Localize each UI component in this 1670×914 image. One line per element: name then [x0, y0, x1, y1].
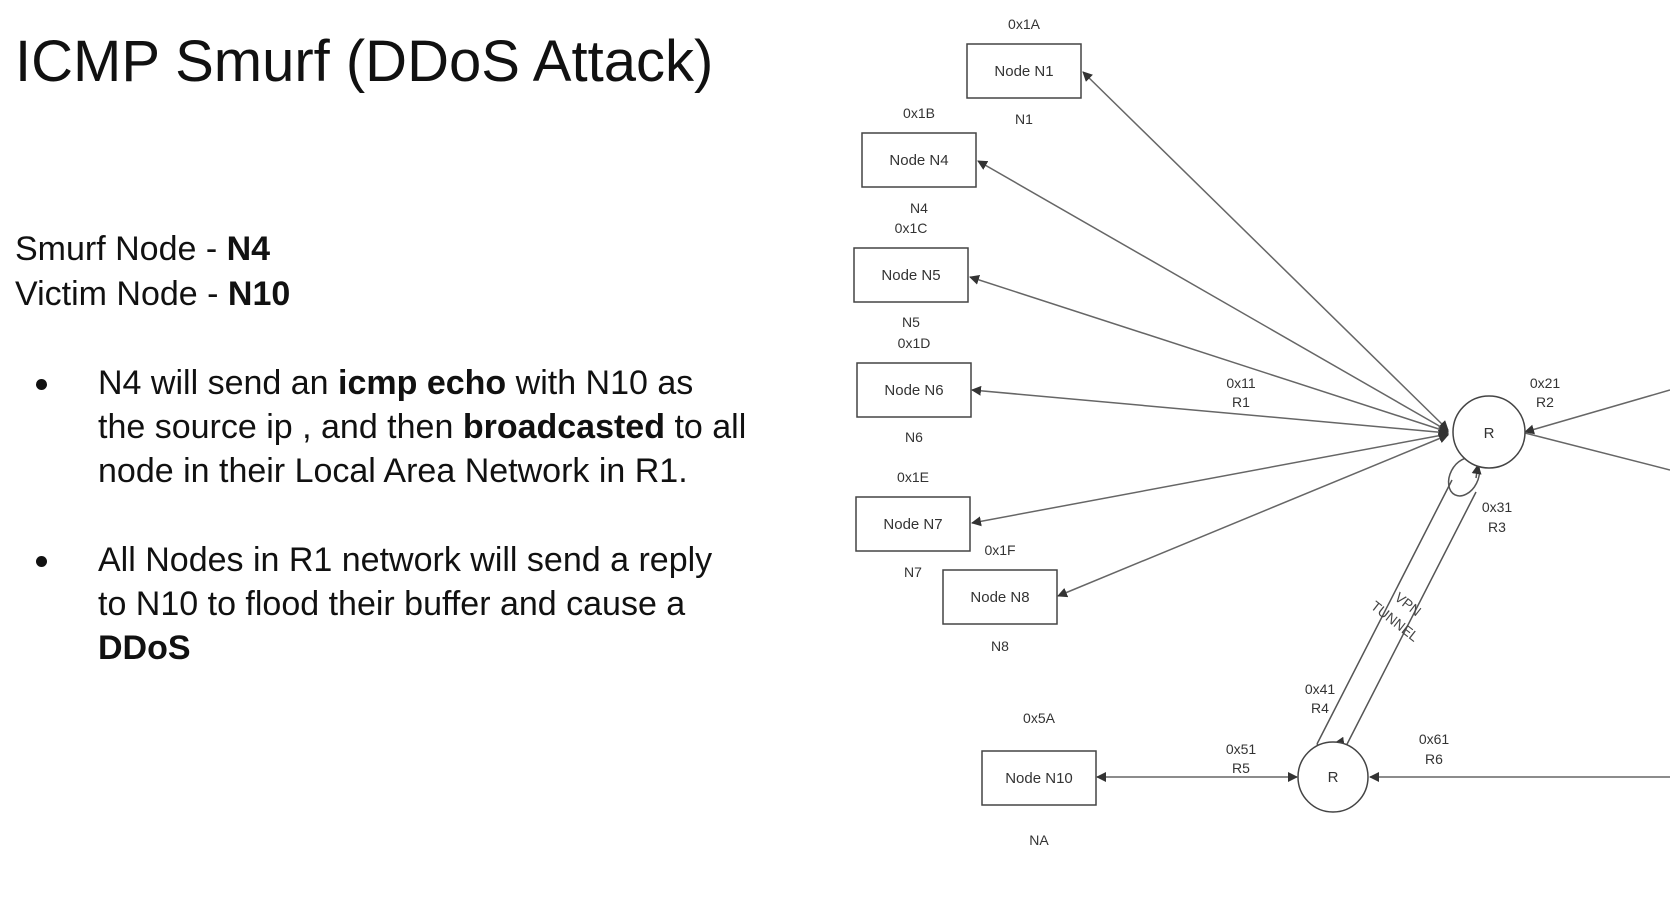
link-r-n8: [1057, 433, 1449, 598]
bullet-1-bold-icmp-echo: icmp echo: [338, 364, 507, 402]
node-n6: Node N6 0x1D N6: [856, 335, 972, 445]
port-r5-name: R5: [1232, 760, 1250, 776]
bullet-1-line-1: N4 will send an icmp echo with N10 as: [98, 364, 693, 403]
link-r-n5: [969, 275, 1449, 434]
bullet-2-line-1: All Nodes in R1 network will send a repl…: [98, 541, 713, 579]
node-n5-name: N5: [902, 314, 920, 330]
bullet-1-text-c: with N10 as: [506, 364, 694, 402]
bullet-1-text-d: the source ip , and then: [98, 408, 463, 446]
link-r-n1: [1082, 71, 1449, 431]
router-top: R: [1452, 395, 1526, 469]
router-bottom: R: [1297, 741, 1369, 813]
node-n5-label: Node N5: [881, 267, 940, 284]
node-n10-label: Node N10: [1005, 770, 1073, 787]
smurf-node-line: Smurf Node - N4: [15, 230, 270, 269]
port-r1-name: R1: [1232, 394, 1250, 410]
router-bottom-label: R: [1328, 769, 1339, 786]
node-n1-label: Node N1: [994, 63, 1053, 80]
node-n10-name: NA: [1029, 832, 1049, 848]
node-n10-address: 0x5A: [1023, 710, 1056, 726]
bullet-1-text-a: N4 will send an: [98, 364, 339, 402]
port-r3-name: R3: [1488, 519, 1506, 535]
node-n8-label: Node N8: [970, 589, 1029, 606]
bullet-1-bold-broadcasted: broadcasted: [462, 408, 665, 446]
link-r-right-upper: [1524, 389, 1670, 435]
bullet-2-line-2: to N10 to flood their buffer and cause a: [98, 585, 686, 623]
port-r6-address: 0x61: [1419, 731, 1450, 747]
link-r-right-lower: [1524, 432, 1670, 471]
links: [969, 71, 1670, 782]
port-r3-address: 0x31: [1482, 499, 1513, 515]
node-n8-name: N8: [991, 638, 1009, 654]
node-n1: Node N1 0x1A N1: [966, 16, 1082, 127]
port-r2-address: 0x21: [1530, 375, 1561, 391]
port-labels: 0x11 R1 0x21 R2 0x31 R3 0x41 R4 0x51 R5 …: [1226, 375, 1561, 776]
node-n6-address: 0x1D: [898, 335, 931, 351]
node-n8-address: 0x1F: [984, 542, 1015, 558]
victim-node-label: Victim Node -: [15, 275, 228, 313]
smurf-node-label: Smurf Node -: [15, 230, 227, 268]
bullet-dot: [36, 379, 47, 390]
port-r4-name: R4: [1311, 700, 1329, 716]
node-n7-label: Node N7: [883, 516, 942, 533]
tunnel-to-top-router: [1471, 464, 1482, 479]
port-r2-name: R2: [1536, 394, 1554, 410]
victim-node-line: Victim Node - N10: [15, 275, 290, 314]
victim-node-value: N10: [227, 275, 291, 313]
node-n1-name: N1: [1015, 111, 1033, 127]
vpn-tunnel-label: VPN TUNNEL: [1368, 589, 1424, 645]
bullet-list: N4 will send an icmp echo with N10 as th…: [36, 364, 746, 667]
tunnel-right-edge: [1341, 491, 1477, 755]
port-r5-address: 0x51: [1226, 741, 1257, 757]
bullet-1-line-2: the source ip , and then broadcasted to …: [98, 408, 746, 447]
port-r1-address: 0x11: [1226, 375, 1256, 391]
node-n8: Node N8 0x1F N8: [942, 542, 1058, 654]
port-r6-name: R6: [1425, 751, 1443, 767]
node-n7-address: 0x1E: [897, 469, 929, 485]
tunnel-left-edge: [1316, 479, 1453, 745]
node-n4: Node N4 0x1B N4: [861, 105, 977, 216]
port-r4-address: 0x41: [1305, 681, 1336, 697]
node-n10: Node N10 0x5A NA: [981, 710, 1097, 848]
node-n5: Node N5 0x1C N5: [853, 220, 969, 330]
slide-title: ICMP Smurf (DDoS Attack): [15, 29, 714, 94]
node-n7-name: N7: [904, 564, 922, 580]
smurf-node-value: N4: [226, 230, 271, 268]
bullet-2-line-3-ddos: DDoS: [98, 629, 191, 667]
node-n6-name: N6: [905, 429, 923, 445]
router-top-label: R: [1484, 425, 1495, 442]
node-n4-name: N4: [910, 200, 928, 216]
node-n4-address: 0x1B: [903, 105, 935, 121]
node-n7: Node N7 0x1E N7: [855, 469, 971, 580]
bullet-1-text-f: to all: [665, 408, 747, 446]
node-n4-label: Node N4: [889, 152, 948, 169]
link-r-n7: [971, 430, 1449, 527]
bullet-1-line-3: node in their Local Area Network in R1.: [98, 452, 688, 490]
link-r-n4: [977, 160, 1449, 432]
link-r-n6: [971, 385, 1449, 438]
node-n5-address: 0x1C: [895, 220, 928, 236]
bullet-dot: [36, 556, 47, 567]
node-n6-label: Node N6: [884, 382, 943, 399]
node-n1-address: 0x1A: [1008, 16, 1041, 32]
